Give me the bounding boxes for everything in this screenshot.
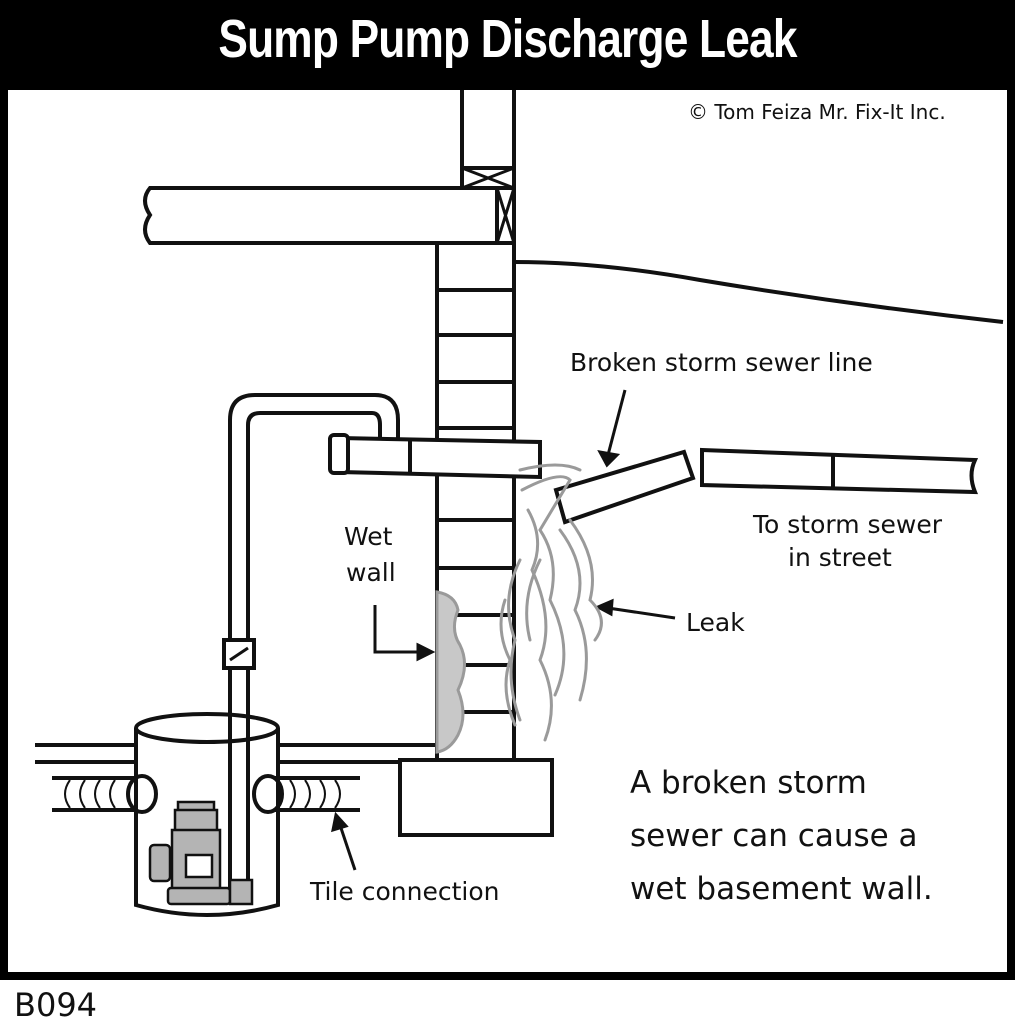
- figure-code: B094: [14, 986, 98, 1024]
- label-wall: wall: [346, 558, 396, 587]
- pipe-cap: [328, 433, 350, 475]
- discharge-pipe: [228, 393, 400, 890]
- storm-sewer-pipe: [700, 447, 979, 495]
- floor-joist: [143, 186, 499, 245]
- label-tile: Tile connection: [310, 877, 500, 906]
- block-joints: [437, 288, 514, 714]
- label-broken-line: Broken storm sewer line: [570, 348, 873, 377]
- label-leak: Leak: [686, 608, 745, 637]
- copyright: © Tom Feiza Mr. Fix-It Inc.: [688, 100, 946, 124]
- sump-basin: [134, 728, 280, 917]
- wall-pipe: [338, 435, 542, 480]
- label-to-sewer-2: in street: [788, 543, 892, 572]
- wall-stud: [460, 90, 516, 168]
- arrows: [331, 389, 676, 871]
- page-title: Sump Pump Discharge Leak: [218, 9, 797, 69]
- caption-line-1: A broken storm: [630, 765, 867, 801]
- grade-line: [513, 260, 1004, 324]
- caption-line-2: sewer can cause a: [630, 818, 918, 854]
- wet-wall-area: [435, 590, 466, 754]
- drain-tile-right: [270, 776, 360, 812]
- sill-x: [461, 166, 515, 190]
- sump-rim: [134, 712, 280, 744]
- floor-slab: [35, 743, 437, 764]
- broken-pipe-section: [553, 449, 696, 525]
- drain-tile-left: [52, 776, 140, 812]
- rim-x: [495, 187, 516, 244]
- caption-line-3: wet basement wall.: [630, 871, 933, 907]
- sump-pump: [148, 800, 254, 906]
- label-to-sewer-1: To storm sewer: [753, 510, 943, 539]
- leak-streams: [499, 463, 603, 742]
- footing: [398, 758, 554, 837]
- label-wet: Wet: [344, 522, 393, 551]
